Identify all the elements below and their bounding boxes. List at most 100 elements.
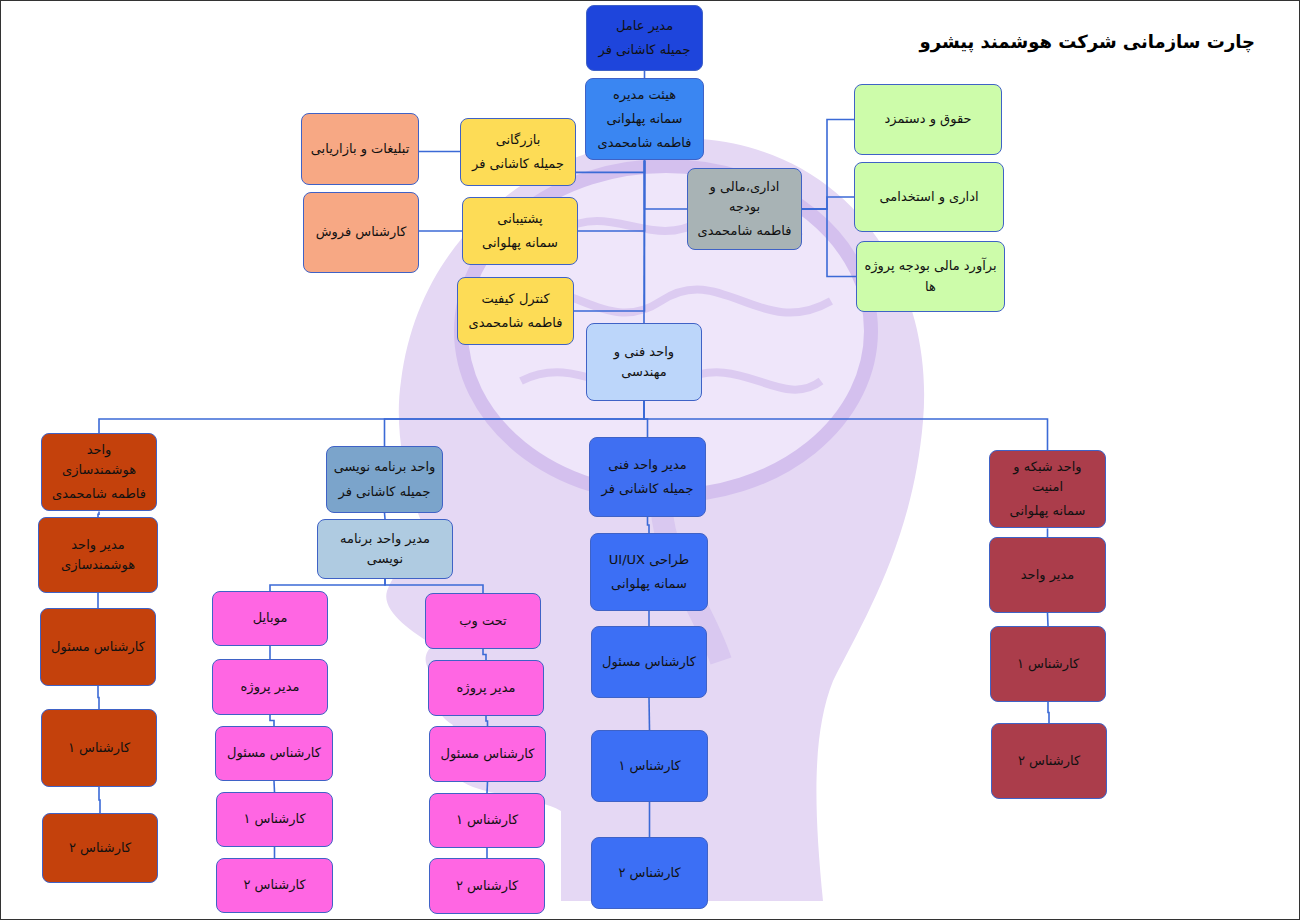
- connector: [802, 197, 854, 209]
- org-box: کارشناس ۲: [591, 837, 708, 909]
- box-text: مدیر واحد: [1021, 565, 1074, 585]
- org-box: کارشناس ۱: [591, 730, 708, 802]
- box-text: واحد شبکه و امنیت: [996, 457, 1099, 497]
- connector: [643, 160, 645, 323]
- connector: [1047, 528, 1049, 537]
- box-text: فاطمه شامحمدی: [698, 221, 792, 241]
- box-text: سمانه پهلوانی: [482, 233, 558, 253]
- org-box: پشتیبانی سمانه پهلوانی: [462, 197, 578, 265]
- box-text: بازرگانی: [496, 130, 541, 150]
- org-box: کارشناس ۱: [216, 792, 333, 847]
- org-box: مدیر واحد: [989, 537, 1106, 613]
- connector: [649, 802, 651, 837]
- box-text: واحد فنی و مهندسی: [593, 342, 695, 382]
- connector: [273, 781, 275, 792]
- org-box: مدیر واحد هوشمندسازی: [38, 517, 158, 593]
- connector: [98, 686, 99, 709]
- box-text: مدیر واحد فنی: [608, 455, 687, 475]
- connector: [99, 401, 644, 433]
- org-box: کارشناس مسئول: [591, 626, 707, 698]
- box-text: پشتیبانی: [497, 209, 542, 229]
- org-box: مدیر واحد برنامه نویسی: [317, 519, 453, 579]
- box-text: هیئت مدیره: [613, 85, 676, 105]
- connector: [648, 611, 650, 626]
- connector: [648, 517, 650, 533]
- box-text: کارشناس ۱: [243, 809, 305, 829]
- org-box: کارشناس ۱: [429, 793, 545, 848]
- connector: [274, 847, 276, 858]
- org-box: کارشناس ۲: [991, 723, 1107, 799]
- box-text: سمانه پهلوانی: [611, 574, 687, 594]
- org-box: واحد هوشمندسازیفاطمه شامحمدی: [41, 433, 157, 511]
- org-box: مدیر پروژه: [212, 659, 328, 715]
- box-text: کارشناس ۱: [68, 738, 130, 758]
- box-text: مدیر واحد هوشمندسازی: [45, 535, 151, 575]
- box-text: تبلیغات و بازاریابی: [311, 139, 410, 159]
- box-text: حقوق و دستمزد: [884, 109, 971, 129]
- box-text: کارشناس ۲: [456, 876, 518, 896]
- org-box: واحد شبکه و امنیت سمانه پهلوانی: [989, 450, 1106, 528]
- connector: [270, 715, 274, 726]
- org-box: حقوق و دستمزد: [854, 84, 1002, 155]
- org-box: کنترل کیفیت فاطمه شامحمدی: [457, 277, 574, 345]
- connector: [419, 151, 460, 153]
- org-box: کارشناس ۱: [41, 709, 157, 787]
- connector: [483, 649, 486, 660]
- org-box: موبایل: [212, 591, 328, 646]
- connector: [576, 160, 645, 172]
- box-text: کارشناس ۱: [456, 810, 518, 830]
- box-text: کارشناس ۲: [243, 875, 305, 895]
- org-box: هیئت مدیرهسمانه پهلوانیفاطمه شامحمدی: [585, 78, 704, 160]
- connector: [419, 230, 462, 232]
- box-text: مدیر عامل: [616, 16, 673, 36]
- connector: [99, 787, 100, 813]
- box-text: مدیر پروژه: [457, 678, 516, 698]
- org-box: مدیر عامل جمیله کاشانی فر: [586, 5, 703, 71]
- box-text: کنترل کیفیت: [481, 289, 549, 309]
- org-box: تحت وب: [425, 593, 541, 649]
- box-text: کارشناس فروش: [316, 222, 407, 242]
- org-box: تبلیغات و بازاریابی: [301, 113, 419, 185]
- org-box: کارشناس ۲: [42, 813, 158, 883]
- connector: [578, 160, 645, 231]
- org-box: بازرگانیجمیله کاشانی فر: [460, 118, 576, 186]
- head-silhouette: [386, 138, 924, 901]
- connector: [385, 579, 483, 593]
- box-text: سمانه پهلوانی: [1010, 501, 1086, 521]
- box-text: کارشناس ۱: [618, 756, 680, 776]
- org-box: کارشناس فروش: [303, 192, 419, 273]
- box-text: فاطمه شامحمدی: [469, 313, 563, 333]
- org-box: اداری،مالی و بودجه فاطمه شامحمدی: [687, 168, 802, 250]
- box-text: مدیر پروژه: [241, 677, 300, 697]
- connector: [645, 160, 688, 209]
- box-text: کارشناس مسئول: [227, 743, 321, 763]
- box-text: مدیر واحد برنامه نویسی: [324, 529, 446, 569]
- box-text: کارشناس ۱: [1017, 654, 1079, 674]
- connector: [644, 71, 646, 78]
- box-text: اداری و استخدامی: [879, 187, 978, 207]
- connector: [1048, 702, 1049, 723]
- org-box: کارشناس مسئول: [429, 726, 546, 782]
- box-text: طراحی UI/UX: [609, 550, 689, 570]
- org-box: طراحی UI/UX سمانه پهلوانی: [590, 533, 708, 611]
- box-text: تحت وب: [459, 611, 506, 631]
- connector: [97, 593, 99, 608]
- connector: [270, 579, 385, 591]
- box-text: فاطمه شامحمدی: [598, 133, 692, 153]
- org-box: واحد برنامه نویسیجمیله کاشانی فر: [326, 446, 443, 513]
- org-box: اداری و استخدامی: [854, 162, 1004, 232]
- org-box: کارشناس مسئول: [215, 726, 333, 781]
- connector: [269, 646, 271, 659]
- connector: [486, 848, 488, 858]
- org-box: برآورد مالی بودجه پروژه ها: [856, 241, 1005, 312]
- box-text: جمیله کاشانی فر: [599, 40, 691, 60]
- box-text: کارشناس ۲: [1018, 751, 1080, 771]
- org-box: کارشناس ۱: [990, 626, 1106, 702]
- box-text: کارشناس مسئول: [441, 744, 535, 764]
- box-text: کارشناس مسئول: [602, 652, 696, 672]
- connector: [648, 698, 650, 730]
- box-text: برآورد مالی بودجه پروژه ها: [863, 256, 998, 296]
- org-box: کارشناس ۲: [216, 858, 333, 913]
- box-text: اداری،مالی و بودجه: [694, 177, 795, 217]
